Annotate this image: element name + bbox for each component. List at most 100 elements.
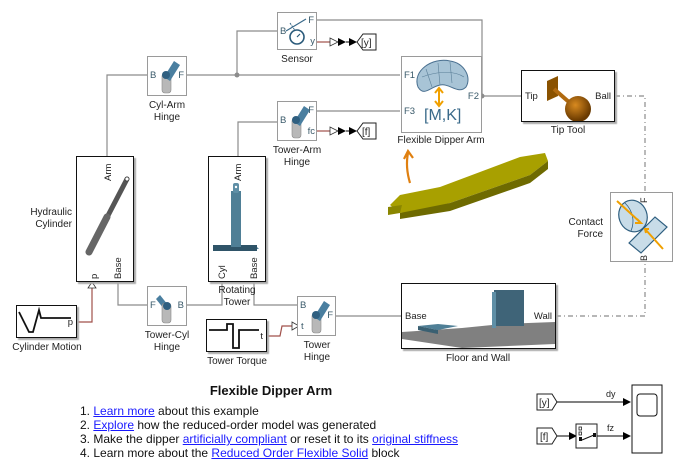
note-text: Make the dipper: [93, 432, 183, 446]
from-f-block[interactable]: [f]: [536, 427, 558, 445]
revolute-joint-icon: [156, 295, 172, 324]
flexible-dipper-arm-label: Flexible Dipper Arm: [397, 135, 485, 146]
svg-text:[f]: [f]: [540, 432, 549, 443]
cyl-arm-hinge-label: Cyl-Arm Hinge: [137, 100, 197, 124]
cyl-arm-hinge-block[interactable]: B F: [147, 56, 187, 96]
label-line: Rotating: [218, 285, 256, 296]
label-line: Hinge: [303, 352, 331, 363]
wire-ball-to-contact-f[interactable]: [615, 95, 646, 192]
note-text: Learn more about the: [93, 446, 212, 460]
ps-towertorque-t[interactable]: [267, 325, 292, 337]
tower-cyl-hinge-block[interactable]: F B: [147, 286, 187, 326]
note-link[interactable]: Learn more: [93, 404, 155, 418]
port-wall: Wall: [533, 311, 552, 322]
svg-text:[y]: [y]: [361, 38, 372, 49]
contact-force-icon: [616, 199, 668, 254]
tower-hinge-block[interactable]: B t F: [297, 296, 336, 336]
port-f: F: [150, 300, 156, 311]
label-line: Cyl-Arm: [148, 100, 186, 111]
scope-block[interactable]: [631, 384, 663, 454]
port-f1: F1: [404, 70, 416, 81]
cylinder-motion-block[interactable]: p: [16, 305, 77, 338]
flexible-dipper-arm-block[interactable]: [M,K] F1 F3 F2: [401, 56, 482, 133]
port-p: p: [67, 317, 73, 328]
dipper-arm-image: [388, 148, 548, 219]
label-line: Tower-Cyl: [144, 330, 190, 341]
ps-converter-y: [329, 37, 357, 47]
port-p: p: [89, 273, 100, 279]
note-link[interactable]: artificially compliant: [182, 432, 287, 446]
note-link[interactable]: Explore: [93, 418, 135, 432]
port-f: F: [178, 70, 184, 81]
selector-block[interactable]: [575, 423, 598, 449]
note-link[interactable]: original stiffness: [372, 432, 458, 446]
goto-y[interactable]: [y]: [356, 33, 377, 51]
contact-force-block[interactable]: F B: [610, 192, 673, 262]
ps-port-t: [291, 321, 300, 331]
tower-icon: [213, 183, 259, 251]
label-line: Tower: [223, 297, 251, 308]
wire-junction-to-sensor[interactable]: [236, 30, 278, 75]
port-b: B: [639, 254, 649, 261]
rotating-tower-label: Rotating Tower: [207, 285, 267, 309]
note-text: block: [368, 446, 400, 460]
goto-f[interactable]: [f]: [356, 122, 377, 140]
tower-torque-block[interactable]: t: [206, 319, 267, 352]
revolute-joint-icon: [311, 301, 330, 334]
tower-arm-hinge-block[interactable]: B F fc: [277, 101, 317, 141]
sensor-icon: [285, 18, 307, 45]
port-b: B: [150, 70, 157, 81]
signal-waveform-icon: [18, 306, 71, 333]
port-f3: F3: [404, 106, 416, 117]
tower-arm-hinge-label: Tower-Arm Hinge: [262, 145, 332, 169]
hydraulic-cylinder-block[interactable]: Arm p Base: [76, 156, 134, 282]
contact-force-label: Contact Force: [555, 217, 603, 241]
wire-hyd-arm-to-cylarm-b[interactable]: [106, 74, 148, 156]
wire-hyd-base-to-towercyl-f[interactable]: [117, 282, 148, 306]
note-text: about this example: [154, 404, 259, 418]
port-b: B: [280, 26, 287, 37]
port-f: F: [308, 15, 314, 26]
ps-converter-f: [329, 126, 357, 136]
wire-sensor-f[interactable]: [317, 19, 483, 96]
port-b: B: [300, 300, 307, 311]
cylinder-motion-label: Cylinder Motion: [12, 342, 82, 353]
from-y-block[interactable]: [y]: [536, 393, 558, 411]
note-link[interactable]: Reduced Order Flexible Solid: [211, 446, 369, 460]
port-b: B: [177, 300, 184, 311]
label-line: Hinge: [153, 112, 181, 123]
tip-tool-label: Tip Tool: [550, 125, 586, 136]
tip-tool-block[interactable]: Tip Ball: [521, 70, 615, 122]
port-ball: Ball: [595, 91, 611, 102]
floor-and-wall-label: Floor and Wall: [445, 353, 511, 364]
wire-wall-to-contact-b[interactable]: [556, 262, 646, 317]
mk-icon-text: [M,K]: [424, 107, 462, 124]
ps-cylmotion-p[interactable]: [77, 288, 93, 323]
wire-tower-base-to-towerhinge-b[interactable]: [253, 282, 298, 306]
tower-hinge-label: Tower Hinge: [287, 340, 347, 364]
label-line: Contact: [568, 217, 603, 228]
floor-wall-icon: [402, 290, 555, 348]
ps-port-p: [87, 281, 97, 289]
rotating-tower-block[interactable]: Arm Cyl Base: [208, 156, 266, 282]
model-title: Flexible Dipper Arm: [209, 383, 333, 398]
wire-tower-arm-to-towerarm-b[interactable]: [237, 121, 278, 156]
wire-towercyl-b-to-tower-cyl[interactable]: [186, 282, 223, 306]
signal-fz-label: fz: [607, 423, 615, 433]
port-t: t: [260, 331, 263, 342]
svg-text:[y]: [y]: [539, 398, 550, 409]
sensor-block[interactable]: B F y: [277, 12, 317, 50]
note-item: 3. Make the dipper artificially complian…: [80, 432, 458, 446]
flexible-body-icon: [416, 59, 469, 108]
port-f: F: [639, 197, 649, 204]
junction-dot: [234, 72, 240, 78]
pulse-waveform-icon: [209, 323, 259, 349]
label-line: Force: [577, 229, 603, 240]
note-number: 4.: [80, 446, 94, 460]
label-line: Hinge: [283, 157, 311, 168]
floor-and-wall-block[interactable]: Base Wall: [401, 283, 556, 349]
port-t: t: [301, 321, 304, 332]
note-number: 1.: [80, 404, 94, 418]
